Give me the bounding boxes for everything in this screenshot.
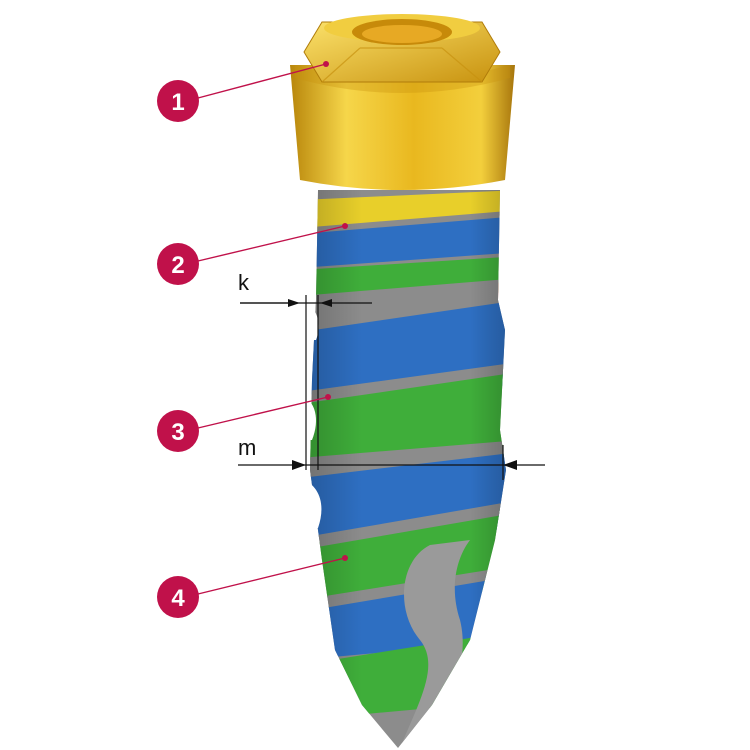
thread-edges [300,300,324,660]
marker-3: 3 [157,394,331,452]
marker-1: 1 [157,61,329,122]
implant-head [290,14,515,190]
dimension-k-label: k [238,270,250,295]
marker-3-label: 3 [171,419,184,446]
marker-2-label: 2 [171,252,184,279]
dimension-m: m [238,435,545,480]
dimension-m-label: m [238,435,256,460]
dimension-k: k [238,270,372,470]
marker-4: 4 [157,555,348,618]
marker-4-label: 4 [171,585,185,612]
marker-1-label: 1 [171,89,184,116]
marker-2: 2 [157,223,348,285]
